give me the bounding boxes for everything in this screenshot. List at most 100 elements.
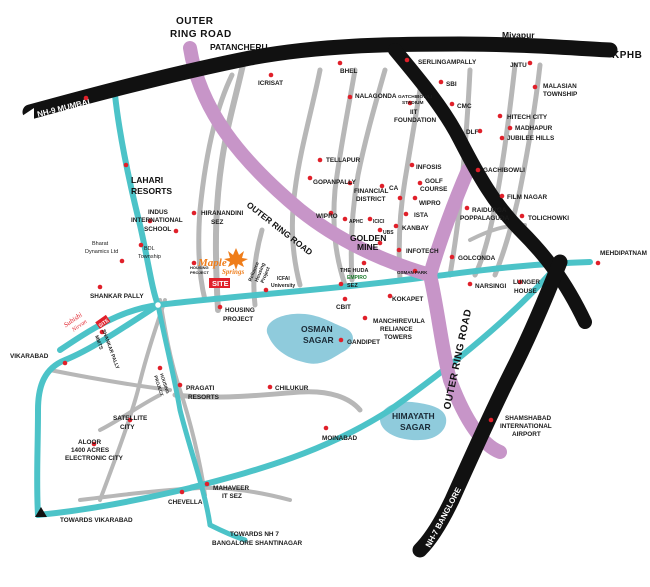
label-patancheru: PATANCHERU — [210, 42, 268, 52]
label-nalagonda: NALAGONDA — [355, 93, 397, 100]
nh7-link-road — [207, 522, 248, 543]
subishi-site-badge: SITE — [95, 314, 111, 329]
label-golf-1: GOLF — [425, 178, 443, 185]
label-golden-2: MINE — [357, 242, 379, 252]
label-manchirevula-2: RELIANCE — [380, 326, 413, 333]
label-malasian-2: TOWNSHIP — [543, 91, 578, 98]
label-huda-1: THE HUDA — [340, 268, 368, 274]
place-labels: PATANCHERU Miyapur ICRISAT BHEL SERLINGA… — [10, 30, 647, 506]
label-narsingi: NARSINGI — [475, 283, 506, 290]
label-chilukur: CHILUKUR — [275, 385, 309, 392]
osman-sagar-lake — [266, 313, 353, 364]
label-indus-3: SCHOOL — [144, 226, 171, 233]
site-badge: SITE — [209, 278, 230, 288]
local-roads — [48, 52, 543, 502]
label-malasian-1: MALASIAN — [543, 83, 577, 90]
label-housing-project-2: PROJECT — [223, 316, 253, 323]
label-reliance-housing: Reliance Housing Project — [248, 261, 272, 284]
label-hiranandini-1: HIRANANDINI — [201, 210, 243, 217]
label-wipro-east: WIPRO — [419, 200, 441, 207]
label-gachibowli: GACHIBOWLI — [483, 167, 525, 174]
label-raidurga-2: POPPALAGUDA — [460, 215, 510, 222]
label-vikarabad: VIKARABAD — [10, 353, 49, 360]
label-satellite-1: SATELLITE — [113, 415, 148, 422]
ring-road-top-label-line2: RING ROAD — [170, 29, 232, 40]
label-icfai-1: ICFAI — [277, 276, 290, 282]
label-huda-2: EMPIRO — [347, 275, 367, 281]
label-financial-2: DISTRICT — [356, 196, 386, 203]
label-moinabad: MOINABAD — [322, 435, 358, 442]
label-sez: SEZ — [347, 283, 358, 289]
label-lunger-1: LUNGER — [513, 279, 540, 286]
label-lahari-1: LAHARI — [131, 175, 163, 185]
label-manchirevula-1: MANCHIREVULA — [373, 318, 425, 325]
label-kokapet: KOKAPET — [392, 296, 423, 303]
label-gandipet: GANDIPET — [347, 339, 380, 346]
label-icrisat: ICRISAT — [258, 80, 283, 87]
nh7-banglore-label: NH-7 BANGLORE — [424, 485, 464, 549]
label-gatchibowli-1: GATCHIBOWLI — [398, 94, 433, 100]
label-raidurga-1: RAIDURGA — [472, 207, 507, 214]
label-aloor-1: ALOOR — [78, 439, 101, 446]
outer-ring-road — [183, 41, 507, 459]
nh7-banglore-highway — [412, 254, 568, 558]
moinabad-road — [155, 302, 213, 528]
label-iit-2: FOUNDATION — [394, 117, 437, 124]
towards-nh7-line1: TOWARDS NH 7 — [230, 531, 279, 538]
label-aloor-2: 1400 ACRES — [71, 447, 110, 454]
label-shankar-mmts-2: MMTS — [93, 335, 104, 352]
label-pragati-1: PRAGATI — [186, 385, 215, 392]
svg-text:SITE: SITE — [98, 317, 111, 329]
label-housing-small-1: HOUSING — [190, 265, 209, 270]
ring-road-top-label-line1: OUTER — [176, 16, 214, 27]
label-hiranandini-2: SEZ — [211, 219, 224, 226]
label-sbi: SBI — [446, 81, 457, 88]
mumbai-highway-link — [112, 92, 161, 308]
chevella-road — [35, 259, 563, 518]
label-indus-1: INDUS — [148, 209, 169, 216]
towards-vikarabad-label: TOWARDS VIKARABAD — [35, 507, 133, 524]
outer-ring-road-north — [423, 163, 475, 282]
maple-springs-logo: Maple Springs — [197, 248, 248, 276]
label-film-nagar: FILM NAGAR — [507, 194, 547, 201]
label-cbit: CBIT — [336, 304, 351, 311]
svg-text:SITE: SITE — [212, 279, 229, 288]
label-cmc: CMC — [457, 103, 472, 110]
label-mehdipatnam: MEHDIPATNAM — [600, 250, 647, 257]
label-bhel: BHEL — [340, 68, 357, 75]
label-chevella: CHEVELLA — [168, 499, 203, 506]
label-satellite-2: CITY — [120, 424, 135, 431]
label-bharat-1: Bharat — [92, 241, 109, 247]
shankarpally-junction-marker — [153, 300, 163, 310]
maple-text-2: Springs — [222, 268, 244, 276]
label-ista: ISTA — [414, 212, 428, 219]
label-golden-1: GOLDEN — [350, 233, 386, 243]
location-markers — [62, 57, 601, 495]
label-golconda: GOLCONDA — [458, 255, 496, 262]
label-housing-small-2: PROJECT — [190, 270, 209, 275]
label-mahaveer-1: MAHAVEER — [213, 485, 249, 492]
label-miyapur: Miyapur — [502, 30, 535, 40]
label-dlf: DLF — [466, 129, 479, 136]
label-icici: ICICI — [373, 219, 385, 225]
nh9-mumbai-highway — [22, 36, 618, 120]
label-shankar-pally: SHANKAR PALLY — [90, 293, 144, 300]
himayath-sagar-label-2: SAGAR — [400, 422, 431, 432]
label-bdl-1: BDL — [144, 246, 155, 252]
label-manchirevula-3: TOWERS — [384, 334, 413, 341]
towards-nh7-label: TOWARDS NH 7 BANGALORE SHANTINAGAR — [212, 531, 303, 547]
label-gopanpally: GOPANPALLY — [313, 179, 357, 186]
label-golf-2: COURSE — [420, 186, 448, 193]
label-kanbay: KANBAY — [402, 225, 429, 232]
label-mahaveer-2: IT SEZ — [222, 493, 242, 500]
main-roads — [34, 92, 593, 543]
himayath-sagar-lake — [380, 401, 447, 441]
svg-text:NH-7 BANGLORE: NH-7 BANGLORE — [424, 485, 464, 549]
himayath-sagar-label-1: HIMAYATH — [392, 411, 435, 421]
label-lahari-2: RESORTS — [131, 186, 172, 196]
maple-text-1: Maple — [197, 257, 227, 269]
label-ubs: UBS — [383, 230, 394, 236]
label-tolichowki: TOLICHOWKI — [528, 215, 569, 222]
